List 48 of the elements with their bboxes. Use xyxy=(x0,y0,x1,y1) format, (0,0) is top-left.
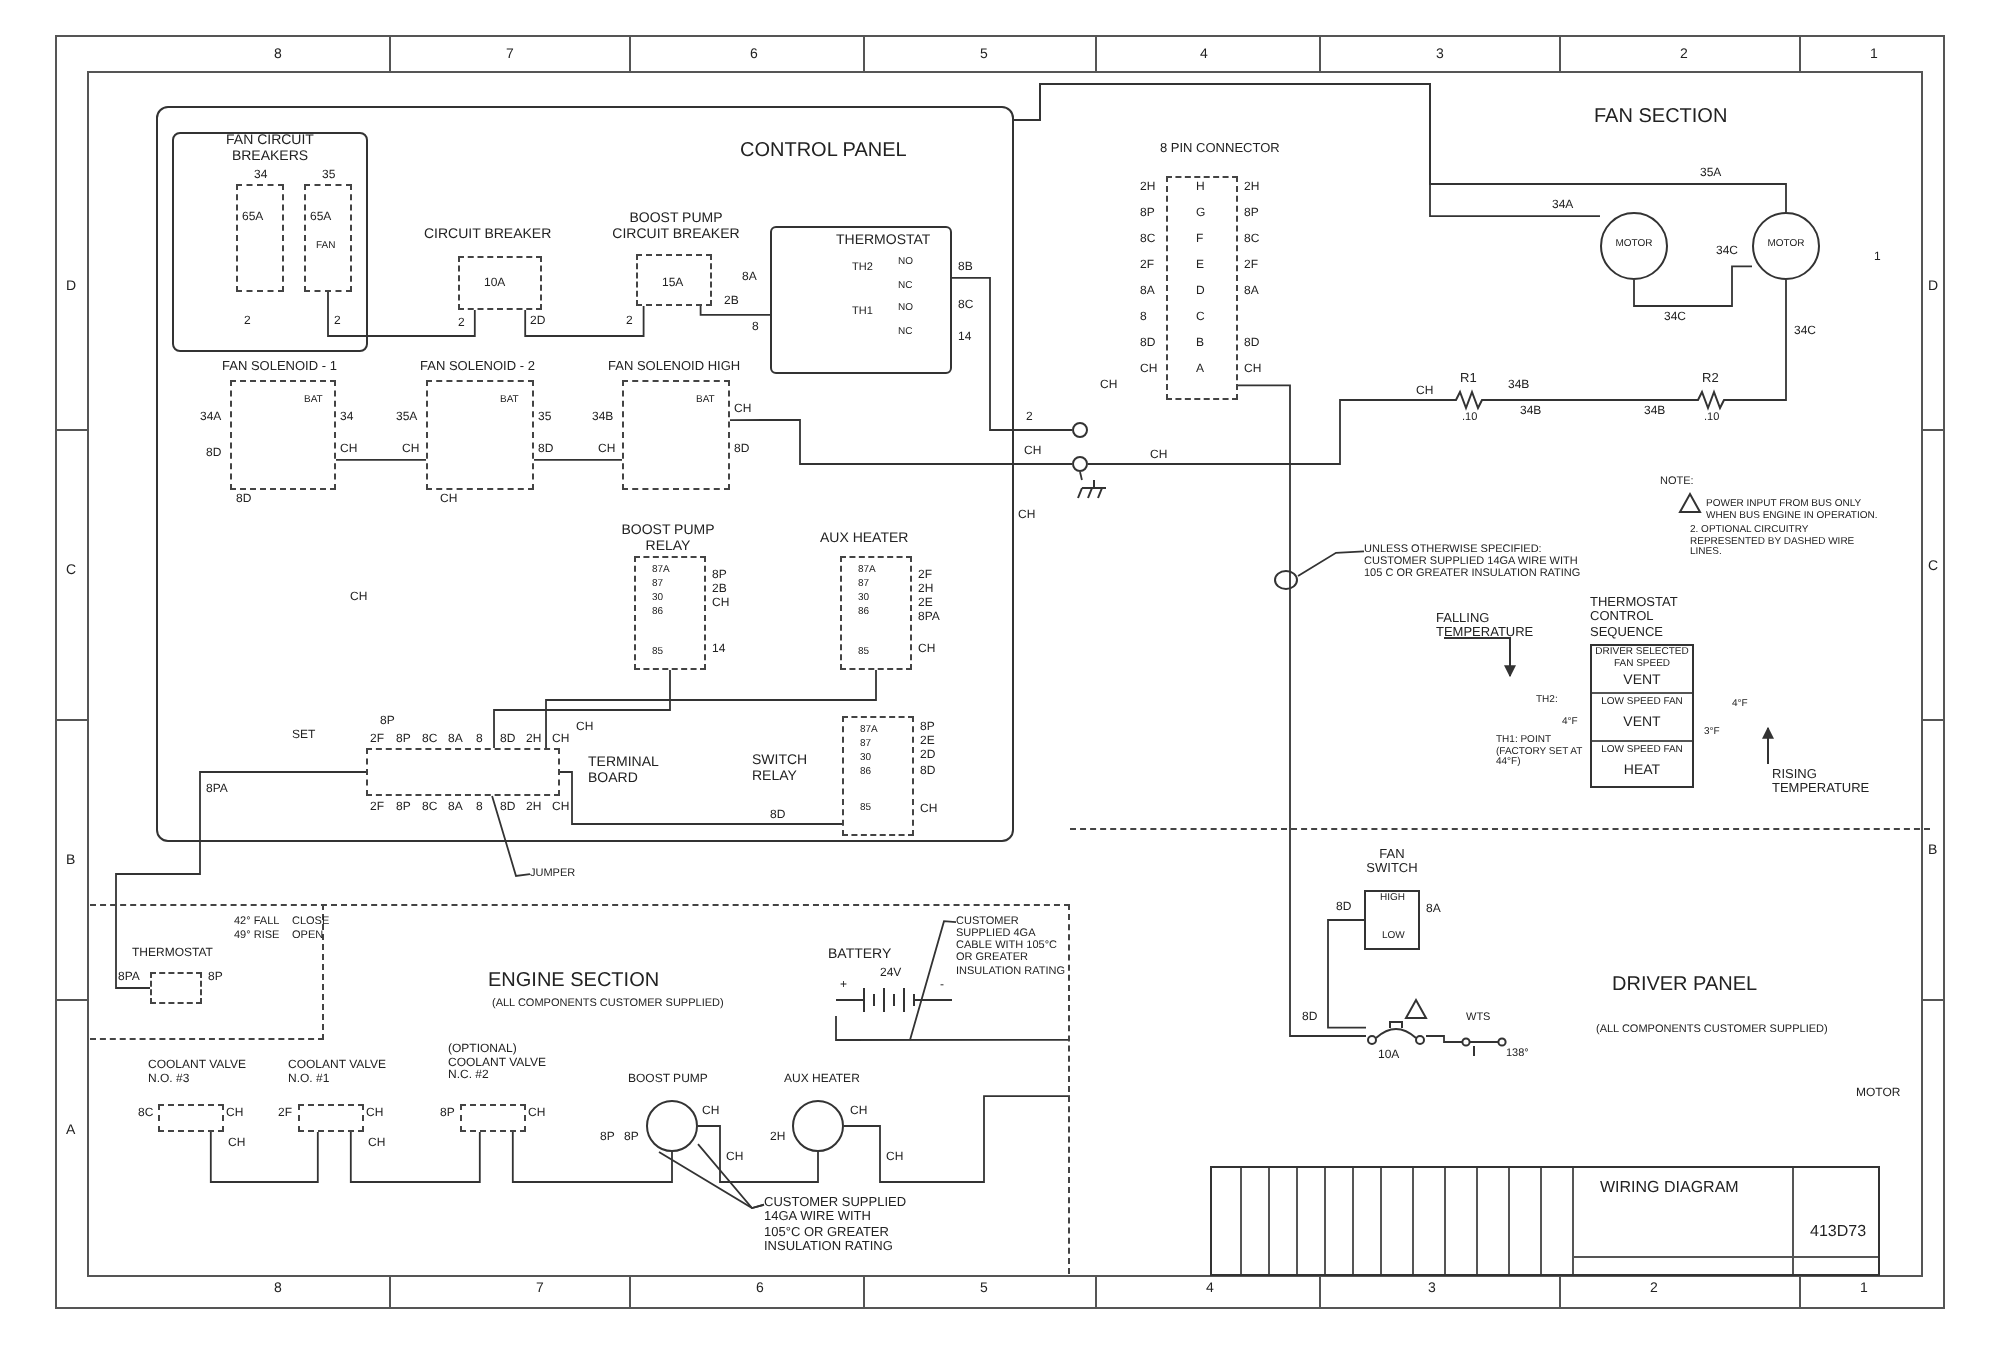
terminal-stud xyxy=(1072,422,1088,438)
wire xyxy=(1087,399,1451,465)
motor-symbol xyxy=(1752,212,1820,280)
title-block xyxy=(1210,1166,1880,1276)
leader-line xyxy=(1297,550,1365,577)
wire xyxy=(1237,384,1367,1037)
wire xyxy=(1425,1035,1463,1043)
circuit-breaker-symbol xyxy=(304,184,352,292)
wire xyxy=(1731,279,1787,401)
motor-symbol xyxy=(1600,212,1668,280)
wire xyxy=(327,291,476,337)
circuit-breaker-symbol xyxy=(236,184,284,292)
wire xyxy=(335,459,427,461)
section-title: FAN SECTION xyxy=(1594,106,1728,129)
leader-line xyxy=(697,1143,765,1209)
wire xyxy=(1489,399,1693,401)
section-title: ENGINE SECTION xyxy=(488,970,660,993)
terminal-stud xyxy=(1072,456,1088,472)
wire xyxy=(533,459,623,461)
wire xyxy=(699,305,771,316)
wire xyxy=(209,1131,319,1183)
wire xyxy=(1327,919,1367,1029)
wire xyxy=(1633,265,1753,307)
panel-title: CONTROL PANEL xyxy=(740,140,907,163)
control-panel-outline xyxy=(156,106,1014,842)
wire xyxy=(951,276,1073,431)
driver-panel-region xyxy=(1070,828,1930,1278)
wire xyxy=(697,1125,819,1183)
engine-section-region xyxy=(90,904,1070,1274)
wire xyxy=(729,419,1073,465)
section-title: DRIVER PANEL xyxy=(1612,974,1758,997)
wire xyxy=(559,771,843,825)
leader-line xyxy=(909,920,957,1041)
wire xyxy=(349,1131,481,1183)
wire xyxy=(1079,471,1083,481)
wire xyxy=(545,669,877,749)
wire xyxy=(115,771,367,989)
wire xyxy=(843,1095,1071,1183)
breaker-group-outline xyxy=(172,132,368,352)
drawing-number: 413D73 xyxy=(1810,1224,1867,1242)
wire xyxy=(493,669,671,749)
wire xyxy=(524,305,645,337)
title-text: WIRING DIAGRAM xyxy=(1600,1180,1739,1198)
wire xyxy=(835,1015,1071,1041)
cable-bundle-marker xyxy=(1274,570,1298,590)
leader-line xyxy=(491,795,531,877)
wire xyxy=(511,1131,673,1183)
thermostat-switch xyxy=(770,226,952,374)
